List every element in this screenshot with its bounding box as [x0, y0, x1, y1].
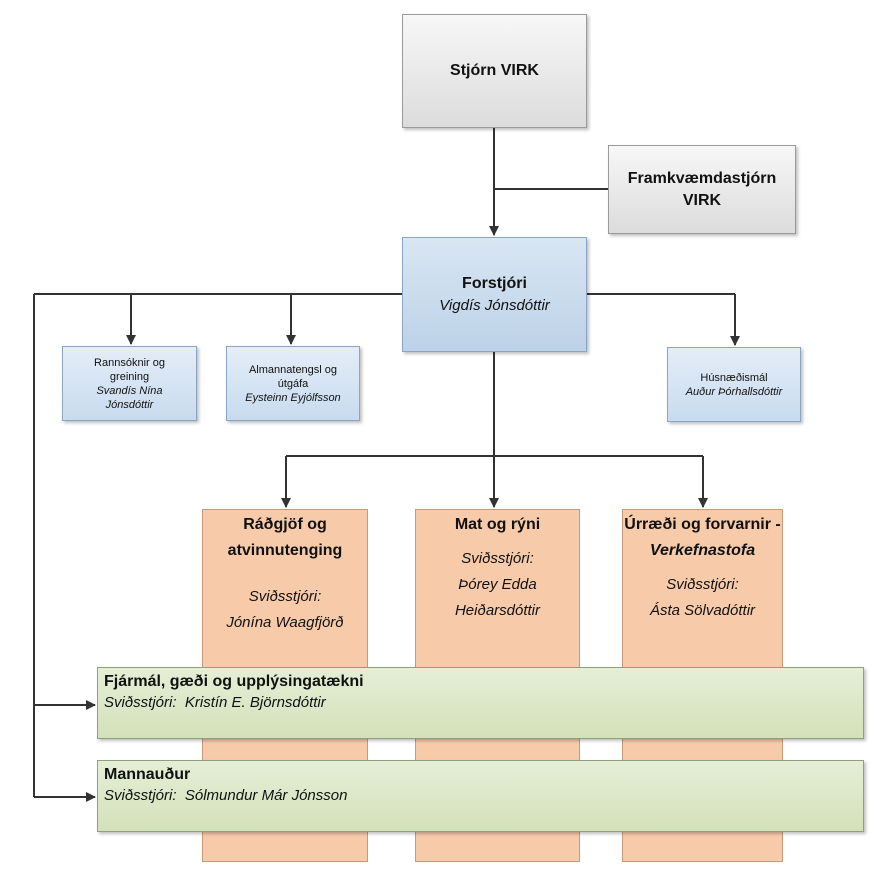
- hr-title: Mannauður: [104, 766, 191, 783]
- division-advice-head: Jónína Waagfjörð: [226, 614, 344, 631]
- ceo-title: Forstjóri: [462, 274, 527, 292]
- division-assessment-role: Sviðsstjóri:: [461, 550, 534, 567]
- division-assessment-title: Mat og rýni: [454, 516, 541, 533]
- hr-role: Sviðsstjóri:: [104, 787, 177, 804]
- finance-role: Sviðsstjóri:: [104, 694, 177, 711]
- research-name: Svandís Nína Jónsdóttir: [96, 384, 163, 411]
- division-resources-title-italic: Verkefnastofa: [649, 542, 756, 559]
- board-title: Stjórn VIRK: [450, 62, 539, 79]
- housing-title: Húsnæðismál: [700, 371, 768, 384]
- division-resources-role: Sviðsstjóri:: [666, 576, 739, 593]
- pr-title: Almannatengsl og útgáfa: [248, 363, 338, 390]
- division-advice-title: Ráðgjöf og atvinnutenging: [227, 516, 343, 559]
- pr-name: Eysteinn Eyjólfsson: [245, 391, 341, 404]
- housing-box[interactable]: Húsnæðismál Auður Þórhallsdóttir: [667, 347, 801, 422]
- pr-box[interactable]: Almannatengsl og útgáfa Eysteinn Eyjólfs…: [226, 346, 360, 421]
- division-advice-text: Ráðgjöf og atvinnutenging Sviðsstjóri: J…: [202, 512, 368, 636]
- finance-head: Kristín E. Björnsdóttir: [184, 694, 326, 711]
- division-resources-text: Úrræði og forvarnir - Verkefnastofa Svið…: [622, 512, 783, 624]
- research-title: Rannsóknir og greining: [94, 356, 165, 383]
- division-resources-head: Ásta Sölvadóttir: [649, 602, 756, 619]
- finance-bar[interactable]: Fjármál, gæði og upplýsingatækni Sviðsst…: [97, 667, 864, 739]
- hr-head: Sólmundur Már Jónsson: [184, 787, 348, 804]
- ceo-box[interactable]: Forstjóri Vigdís Jónsdóttir: [402, 237, 587, 352]
- division-advice-role: Sviðsstjóri:: [248, 588, 322, 605]
- hr-bar[interactable]: Mannauður Sviðsstjóri: Sólmundur Már Jón…: [97, 760, 864, 832]
- board-box[interactable]: Stjórn VIRK: [402, 14, 587, 128]
- research-box[interactable]: Rannsóknir og greining Svandís Nína Jóns…: [62, 346, 197, 421]
- division-assessment-text: Mat og rýni Sviðsstjóri: Þórey Edda Heið…: [415, 512, 580, 624]
- housing-name: Auður Þórhallsdóttir: [685, 385, 783, 398]
- executive-box[interactable]: Framkvæmdastjórn VIRK: [608, 145, 796, 234]
- division-resources-title: Úrræði og forvarnir -: [624, 516, 781, 533]
- executive-title: Framkvæmdastjórn VIRK: [627, 169, 777, 209]
- ceo-name: Vigdís Jónsdóttir: [439, 296, 550, 314]
- finance-title: Fjármál, gæði og upplýsingatækni: [104, 673, 364, 690]
- division-assessment-head: Þórey Edda Heiðarsdóttir: [454, 576, 541, 619]
